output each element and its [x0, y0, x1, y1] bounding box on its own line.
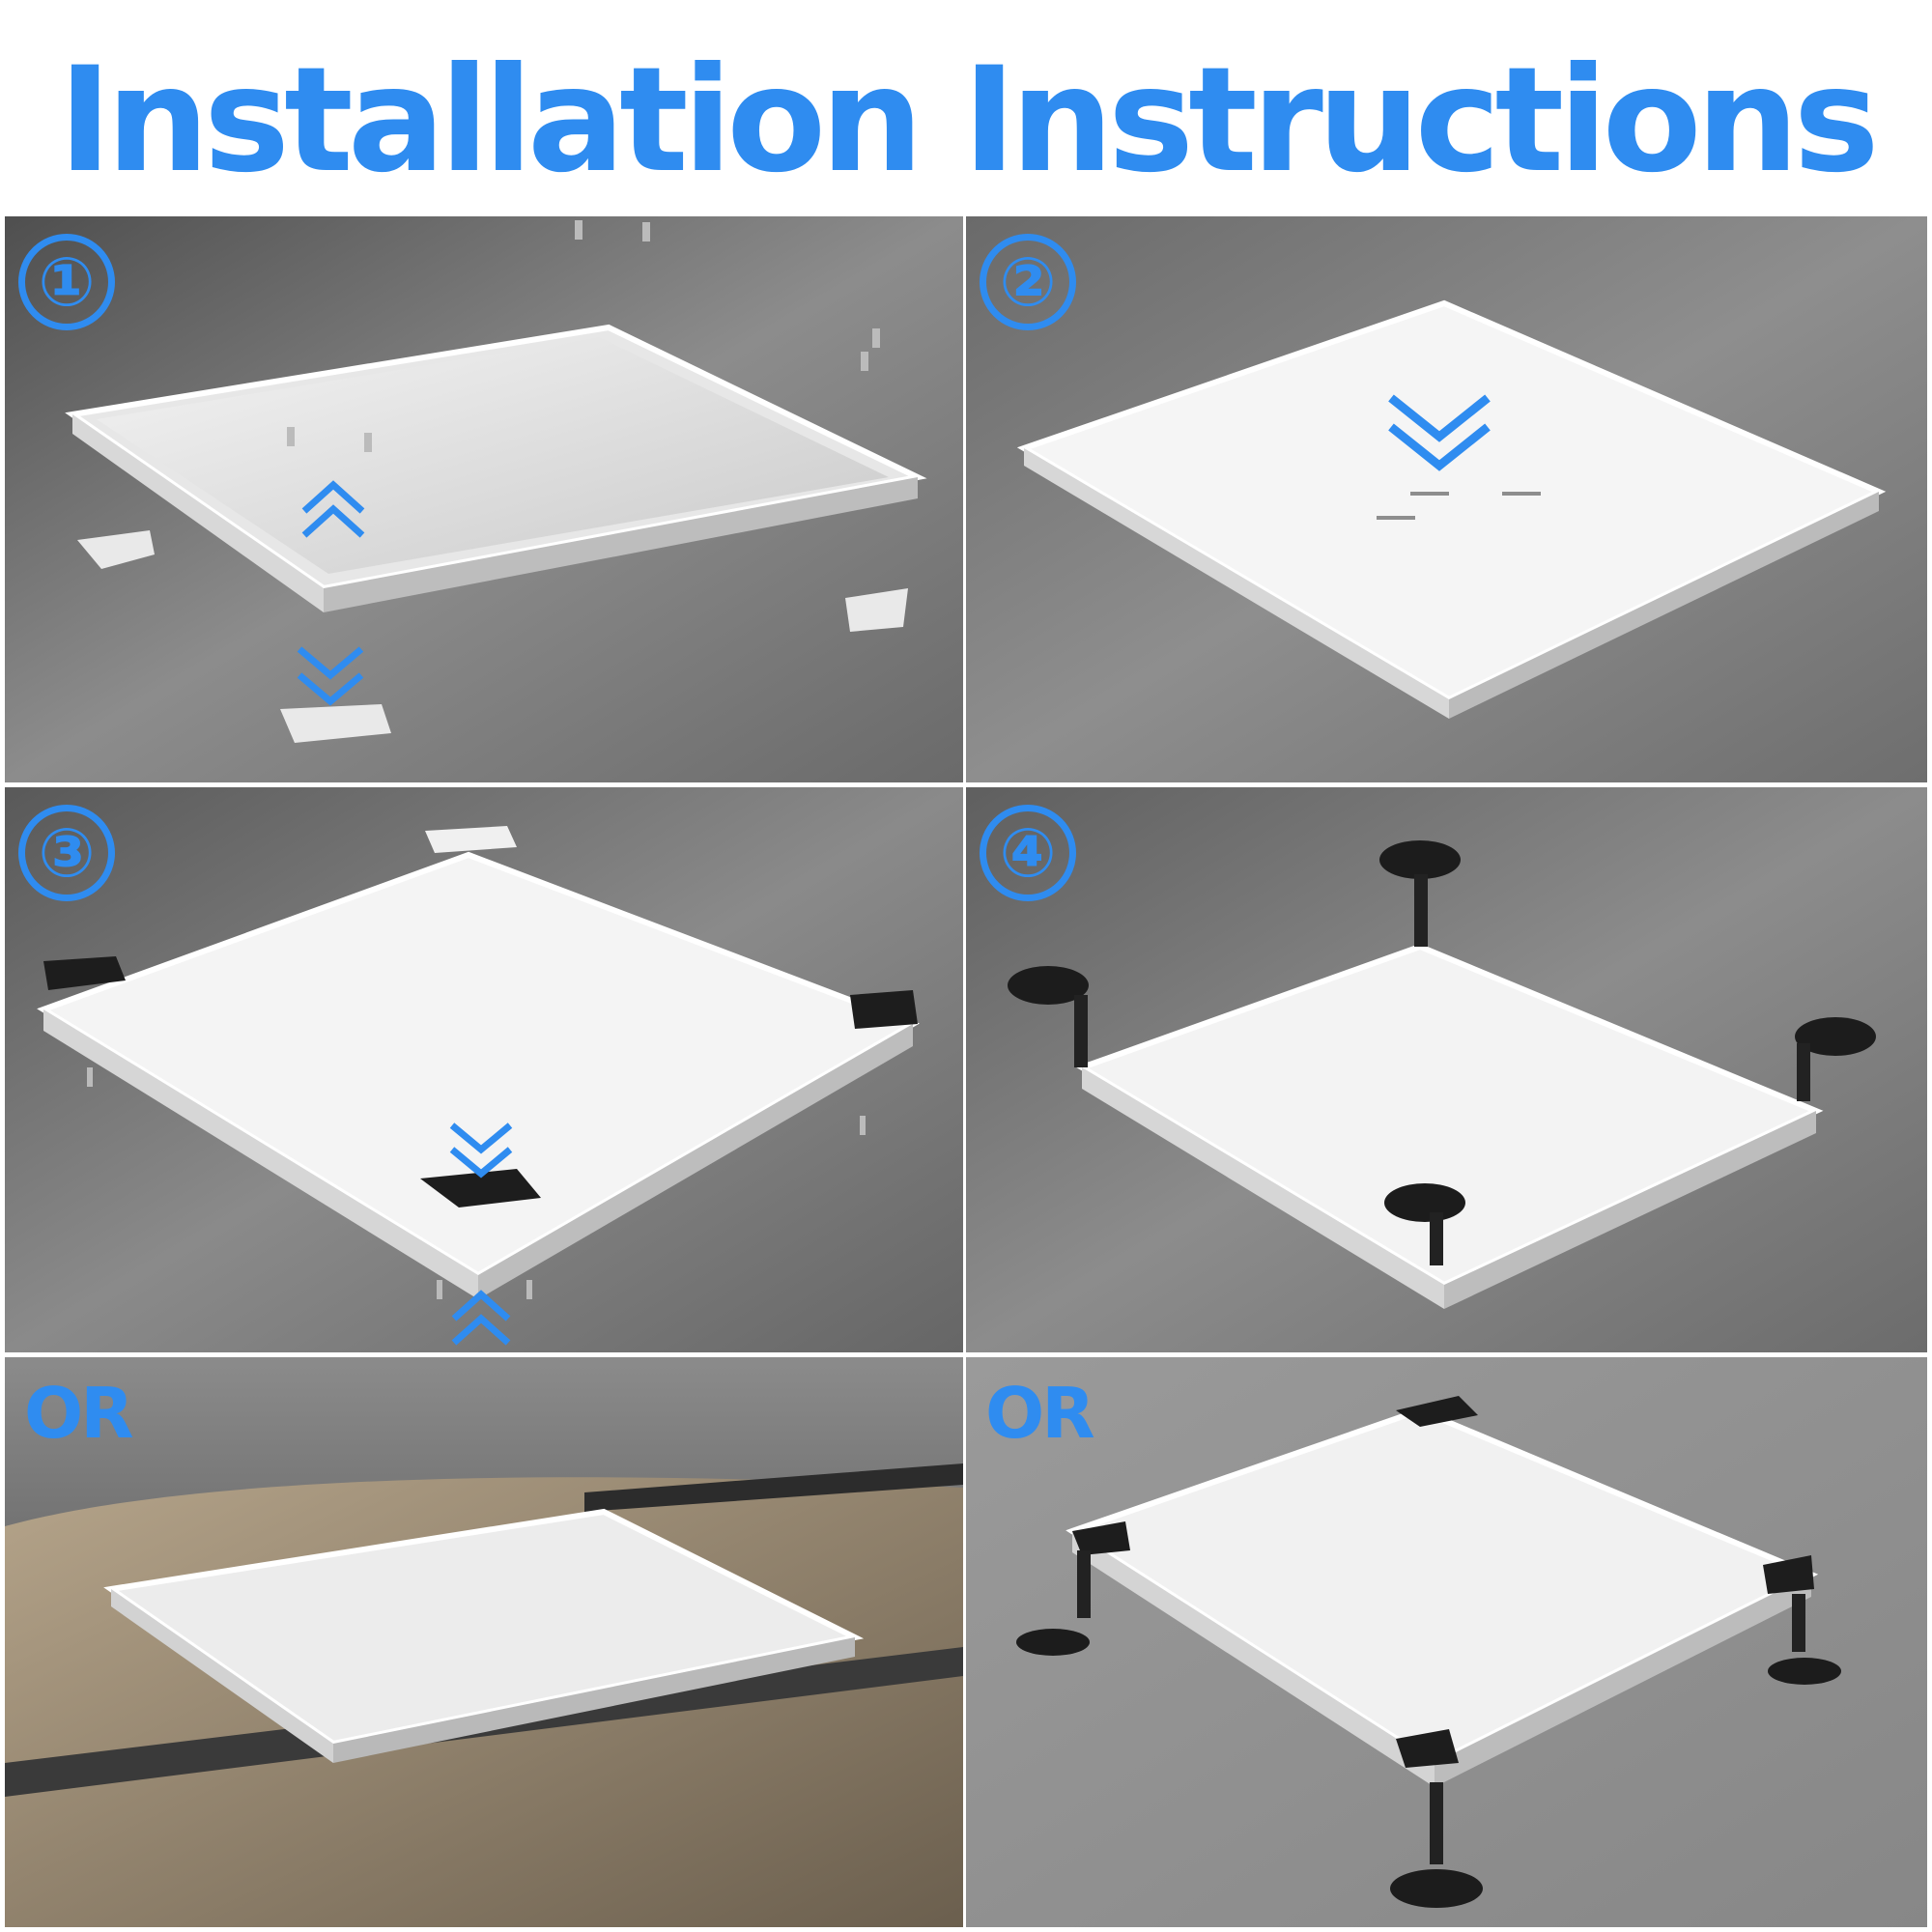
- down-arrow-icon: [297, 646, 364, 706]
- suction-cup-icon: [1768, 1594, 1841, 1685]
- suction-cup-icon: [1390, 1782, 1483, 1908]
- step-number-badge: ①: [18, 234, 115, 330]
- suction-cup-icon: [1384, 1183, 1465, 1265]
- roof-rack-illustration: [5, 1357, 963, 1927]
- screw-icons: [287, 220, 880, 452]
- page-title: Installation Instructions: [58, 37, 1880, 205]
- corner-bracket-icon: [1396, 1729, 1459, 1768]
- corner-bracket-icon: [1396, 1396, 1478, 1427]
- corner-bracket-icon: [850, 990, 918, 1029]
- corner-bracket-icon: [845, 588, 908, 632]
- step-2-illustration: [966, 216, 1927, 782]
- up-arrow-icon: [451, 1290, 511, 1346]
- step-4-illustration: [966, 787, 1927, 1352]
- down-arrow-icon: [449, 1122, 513, 1179]
- step-number-badge: ④: [980, 805, 1076, 901]
- corner-bracket-icon: [1072, 1521, 1130, 1555]
- down-arrow-icon: [1388, 394, 1491, 471]
- suction-cup-icon: [1008, 966, 1089, 1067]
- or-label: OR: [24, 1373, 134, 1454]
- screw-icons: [87, 1067, 866, 1299]
- step-number-badge: ②: [980, 234, 1076, 330]
- corner-bracket-icon: [420, 1169, 541, 1208]
- step-2-panel: ②: [966, 216, 1927, 782]
- step-3-panel: ③: [5, 787, 963, 1352]
- corner-bracket-icon: [1763, 1555, 1814, 1594]
- alternative-roof-rack-panel: OR: [5, 1357, 963, 1927]
- corner-bracket-icon: [43, 956, 126, 990]
- up-arrow-icon: [301, 480, 365, 538]
- step-4-panel: ④: [966, 787, 1927, 1352]
- alternative-suction-legs-panel: OR: [966, 1357, 1927, 1927]
- or-label: OR: [985, 1373, 1095, 1454]
- step-3-illustration: [5, 787, 963, 1352]
- suction-cup-icon: [1795, 1017, 1876, 1101]
- corner-bracket-icon: [425, 826, 517, 853]
- corner-bracket-icon: [280, 704, 391, 743]
- step-number-badge: ③: [18, 805, 115, 901]
- corner-bracket-icon: [77, 530, 155, 569]
- suction-cup-icon: [1379, 840, 1461, 947]
- step-1-illustration: [5, 216, 963, 782]
- step-1-panel: ①: [5, 216, 963, 782]
- suction-legs-illustration: [966, 1357, 1927, 1927]
- suction-cup-icon: [1016, 1550, 1091, 1656]
